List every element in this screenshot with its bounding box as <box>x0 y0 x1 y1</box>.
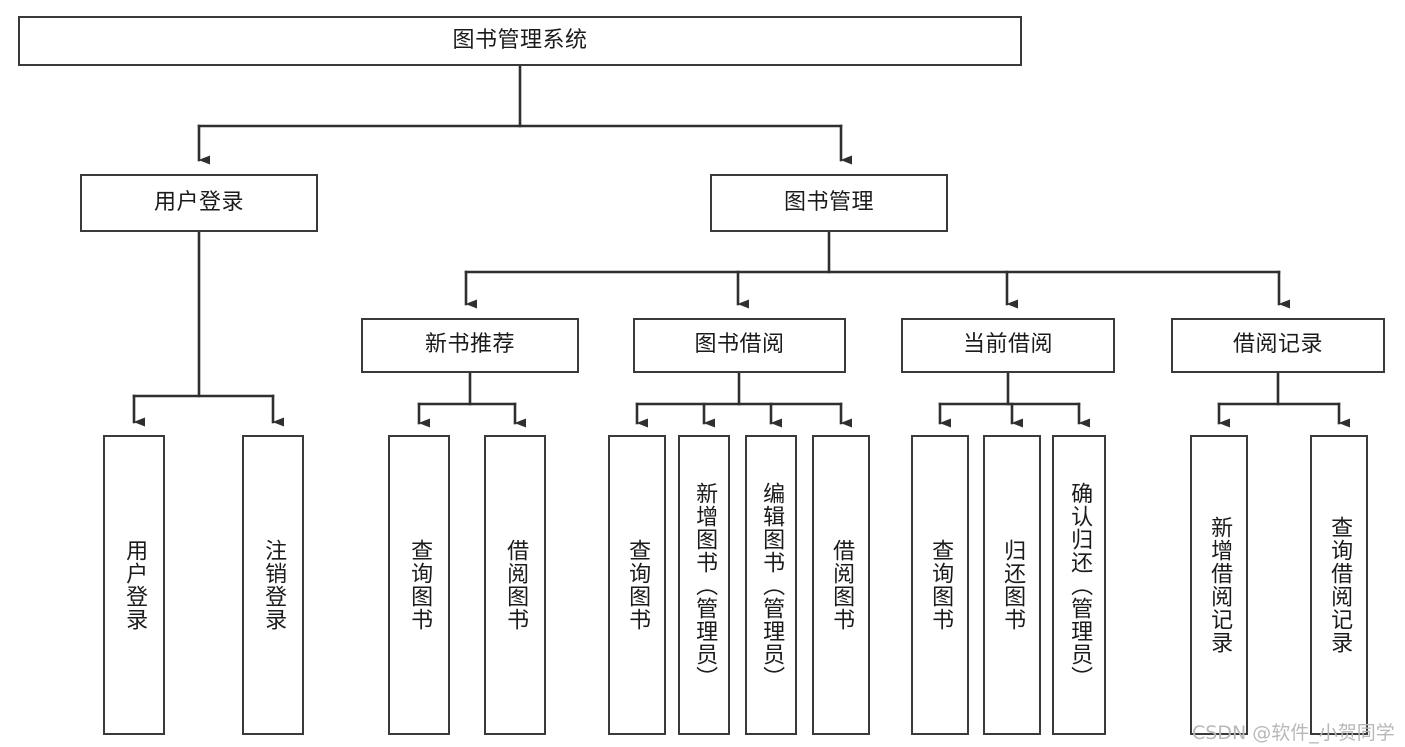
node-user-login-label: 用户登录 <box>153 189 244 215</box>
node-book-manage-label: 图书管理 <box>783 189 874 215</box>
node-current-borrow-label: 当前借阅 <box>962 332 1053 358</box>
leaf-query-book-borrow-label: 查询图书 <box>625 539 651 631</box>
leaf-confirm-return-admin-label: 确认归还（管理员） <box>1067 481 1093 689</box>
node-root[interactable]: 图书管理系统 <box>18 16 1022 66</box>
connector-book-borrow-to-leaves <box>635 371 852 428</box>
node-new-book-recommend[interactable]: 新书推荐 <box>361 318 579 373</box>
leaf-edit-book-admin-label: 编辑图书（管理员） <box>759 481 785 689</box>
node-new-book-recommend-label: 新书推荐 <box>424 332 515 358</box>
leaf-user-logout-label: 注销登录 <box>261 539 287 631</box>
node-borrow-record[interactable]: 借阅记录 <box>1171 318 1385 373</box>
leaf-return-book[interactable]: 归还图书 <box>983 435 1041 735</box>
leaf-edit-book-admin[interactable]: 编辑图书（管理员） <box>745 435 797 735</box>
leaf-query-borrow-record[interactable]: 查询借阅记录 <box>1310 435 1368 735</box>
leaf-return-book-label: 归还图书 <box>1000 539 1026 631</box>
leaf-borrow-book-recommend-label: 借阅图书 <box>503 539 529 631</box>
leaf-query-book-borrow[interactable]: 查询图书 <box>608 435 666 735</box>
node-root-label: 图书管理系统 <box>452 27 588 53</box>
node-book-borrow[interactable]: 图书借阅 <box>633 318 846 373</box>
leaf-query-book-recommend-label: 查询图书 <box>407 539 433 631</box>
node-book-borrow-label: 图书借阅 <box>694 332 785 358</box>
connector-new-book-rec-to-leaves <box>417 371 526 428</box>
node-user-login[interactable]: 用户登录 <box>80 174 318 232</box>
leaf-query-borrow-record-label: 查询借阅记录 <box>1327 516 1353 654</box>
node-borrow-record-label: 借阅记录 <box>1232 332 1323 358</box>
watermark-text: CSDN @软件_小贺同学 <box>1192 722 1395 744</box>
leaf-add-book-admin-label: 新增图书（管理员） <box>692 481 718 689</box>
leaf-borrow-book-recommend[interactable]: 借阅图书 <box>484 435 546 735</box>
leaf-user-login-label: 用户登录 <box>122 539 148 631</box>
node-current-borrow[interactable]: 当前借阅 <box>901 318 1115 373</box>
node-book-manage[interactable]: 图书管理 <box>710 174 948 232</box>
leaf-borrow-book-borrow-label: 借阅图书 <box>829 539 855 631</box>
connector-book-manage-to-level3 <box>464 230 1290 309</box>
connector-borrow-record-to-leaves <box>1217 371 1350 428</box>
leaf-confirm-return-admin[interactable]: 确认归还（管理员） <box>1052 435 1106 735</box>
leaf-user-login[interactable]: 用户登录 <box>103 435 165 735</box>
leaf-borrow-book-borrow[interactable]: 借阅图书 <box>812 435 870 735</box>
connector-current-borrow-to-leaves <box>938 371 1090 428</box>
connector-root-to-level2 <box>197 64 852 165</box>
leaf-query-book-current-label: 查询图书 <box>928 539 954 631</box>
leaf-query-book-current[interactable]: 查询图书 <box>911 435 969 735</box>
leaf-query-book-recommend[interactable]: 查询图书 <box>388 435 450 735</box>
leaf-user-logout[interactable]: 注销登录 <box>242 435 304 735</box>
leaf-add-book-admin[interactable]: 新增图书（管理员） <box>678 435 730 735</box>
leaf-add-borrow-record[interactable]: 新增借阅记录 <box>1190 435 1248 735</box>
connector-user-login-to-leaves <box>132 230 284 427</box>
leaf-add-borrow-record-label: 新增借阅记录 <box>1207 516 1233 654</box>
